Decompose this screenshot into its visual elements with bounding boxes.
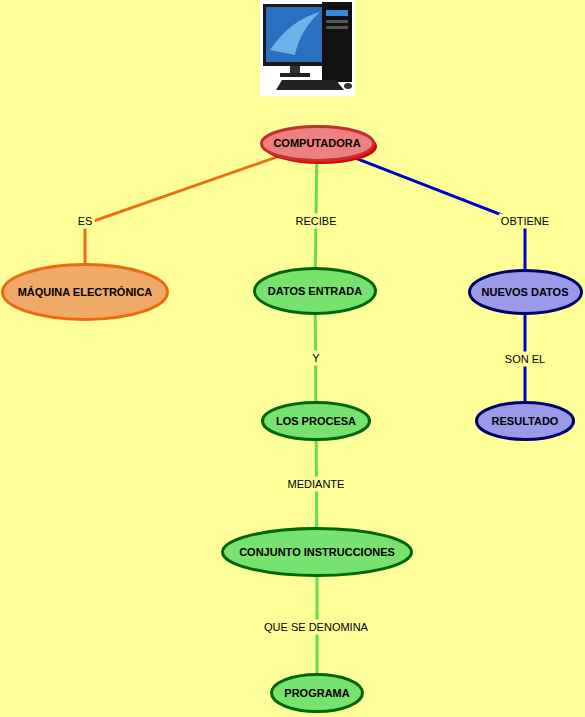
link-label: MEDIANTE <box>286 477 347 492</box>
monitor-stand <box>290 66 300 74</box>
screen-glow <box>270 12 320 55</box>
monitor-frame <box>263 4 327 66</box>
concept-text: MÁQUINA ELECTRÓNICA <box>12 286 159 299</box>
text-group: RESULTADO <box>486 415 565 428</box>
concept-ellipse: CONJUNTO INSTRUCCIONES <box>221 527 413 577</box>
concept-ellipse: DATOS ENTRADA <box>253 267 377 315</box>
tower-bay <box>326 26 348 29</box>
ellipse-body <box>263 403 370 440</box>
text-group: PROGRAMA <box>278 687 355 700</box>
text-group: CONJUNTO INSTRUCCIONES <box>233 546 401 559</box>
concept-text: CONJUNTO INSTRUCCIONES <box>233 546 401 559</box>
link-label: OBTIENE <box>499 214 551 229</box>
concept-text: DATOS ENTRADA <box>262 285 368 298</box>
text-group: MÁQUINA ELECTRÓNICA <box>12 286 159 299</box>
text-group: DATOS ENTRADA <box>262 285 368 298</box>
text-group: NUEVOS DATOS <box>476 286 575 299</box>
ellipse-body <box>223 529 412 576</box>
concept-ellipse: MÁQUINA ELECTRÓNICA <box>1 263 169 321</box>
concept-ellipse: COMPUTADORA <box>260 125 375 162</box>
tower-bay <box>326 20 348 23</box>
text-group: LOS PROCESA <box>270 415 362 428</box>
ellipse-body <box>3 265 168 320</box>
ellipse-body <box>255 269 376 314</box>
ellipse-body <box>261 126 373 160</box>
concept-ellipse: PROGRAMA <box>270 673 364 713</box>
ellipse-body <box>272 675 363 712</box>
illustration-background <box>260 0 355 96</box>
monitor-base <box>280 73 310 77</box>
link-label: QUE SE DENOMINA <box>262 620 370 635</box>
pc-tower <box>322 2 352 82</box>
link-label: ES <box>76 214 95 229</box>
concept-text: COMPUTADORA <box>267 137 366 150</box>
concept-text: RESULTADO <box>486 415 565 428</box>
mouse <box>344 83 352 89</box>
concept-ellipse: NUEVOS DATOS <box>468 269 583 315</box>
link-label: Y <box>310 351 321 366</box>
ellipse-body <box>469 271 581 314</box>
concept-text: PROGRAMA <box>278 687 355 700</box>
link-label: RECIBE <box>294 214 339 229</box>
concept-ellipse: RESULTADO <box>475 401 575 441</box>
concept-ellipse: LOS PROCESA <box>261 401 371 441</box>
monitor-screen <box>266 7 324 62</box>
tower-light <box>326 10 348 16</box>
concept-text: NUEVOS DATOS <box>476 286 575 299</box>
ellipse-body <box>477 403 574 440</box>
link-label: SON EL <box>503 352 547 367</box>
concept-text: LOS PROCESA <box>270 415 362 428</box>
connector-line <box>85 157 278 263</box>
text-group: COMPUTADORA <box>267 137 366 150</box>
keyboard <box>276 80 344 90</box>
